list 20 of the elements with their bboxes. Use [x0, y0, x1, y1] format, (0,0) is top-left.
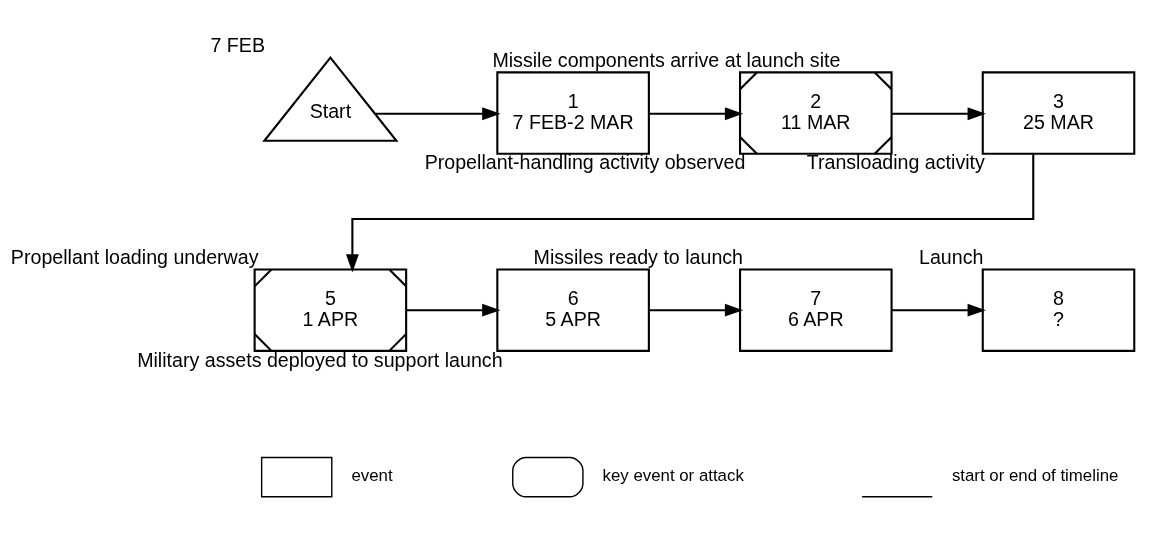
legend-label: start or end of timeline [951, 466, 1119, 486]
node-label: Missiles ready to launch [533, 246, 744, 269]
legend-label: event [351, 466, 393, 486]
node-box: 7 6 APR [739, 268, 893, 352]
node-box: 1 7 FEB-2 MAR [496, 71, 650, 155]
arrow [891, 303, 986, 317]
node-box: 3 25 MAR [981, 71, 1136, 155]
node-label: Propellant loading underway [10, 246, 259, 269]
arrow [406, 303, 501, 317]
node-label: 7 FEB [210, 34, 266, 57]
arrow [375, 107, 501, 121]
arrow [649, 107, 744, 121]
node-box: 8 ? [981, 268, 1136, 352]
legend-label: key event or attack [602, 466, 744, 486]
node-box: 6 5 APR [496, 268, 650, 352]
node-label: Missile components arrive at launch site [492, 49, 841, 72]
arrow [346, 154, 1035, 273]
arrow [649, 303, 744, 317]
node-label: Launch [918, 246, 984, 269]
arrow [891, 107, 986, 121]
